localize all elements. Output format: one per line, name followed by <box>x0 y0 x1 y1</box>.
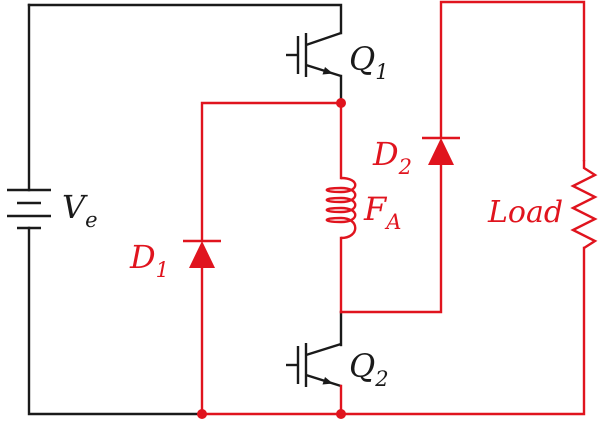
resistor-icon <box>570 160 598 250</box>
q1-emitter <box>305 63 342 78</box>
q2-collector <box>305 342 342 357</box>
label-load: Load <box>487 195 563 230</box>
label-ve: Ve <box>62 188 98 232</box>
label-d1: D1 <box>129 238 169 282</box>
junction-dots <box>197 98 346 419</box>
q1-igbt-icon <box>286 31 342 78</box>
q2-emitter-arrow-icon <box>322 377 333 385</box>
q1-emitter-arrow-icon <box>322 67 333 75</box>
junction-bottom-left <box>197 409 207 419</box>
label-q1: Q1 <box>349 40 389 84</box>
wire-bottom-left <box>27 226 204 416</box>
wire-bottom-rail <box>200 384 343 416</box>
wire-load-bottom <box>339 246 586 416</box>
wire-top <box>27 3 343 35</box>
wire-d2-top <box>439 0 586 162</box>
q2-emitter <box>305 373 342 388</box>
junction-q1-emitter <box>336 98 346 108</box>
battery-icon <box>7 188 51 230</box>
label-d2: D2 <box>372 135 412 179</box>
d2-diode-icon <box>422 136 460 165</box>
label-q2: Q2 <box>349 347 389 391</box>
wire-mid-to-d2 <box>339 163 443 314</box>
d1-diode-icon <box>183 239 221 268</box>
wire-d1-top <box>200 101 343 242</box>
q2-igbt-icon <box>286 342 342 388</box>
junction-bottom-q2 <box>336 409 346 419</box>
black-wiring <box>27 3 343 416</box>
label-fa: FA <box>363 190 401 234</box>
inductor-icon <box>325 176 357 240</box>
q1-collector <box>305 31 342 47</box>
